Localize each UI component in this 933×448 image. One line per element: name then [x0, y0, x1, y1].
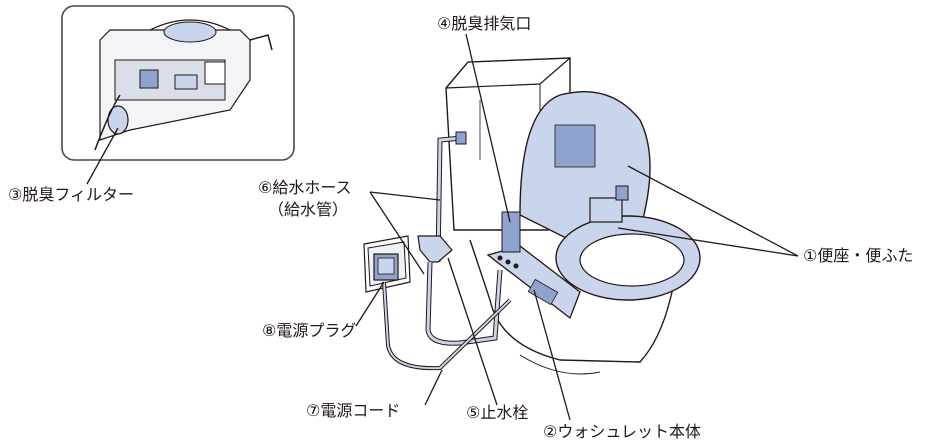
label-power-plug: ⑧電源プラグ — [262, 321, 357, 340]
inset-detail — [61, 5, 295, 185]
label-deodorizer-outlet: ④脱臭排気口 — [437, 14, 532, 33]
label-supply-hose: ⑥給水ホース — [258, 178, 352, 197]
washlet-body — [486, 211, 581, 320]
label-deodorizer-filter: ③脱臭フィルター — [8, 185, 135, 204]
wall-outlet — [363, 235, 411, 293]
label-seat-lid: ①便座・便ふた — [803, 246, 914, 265]
label-stop-valve: ⑤止水栓 — [466, 403, 529, 422]
label-washlet-body: ②ウォシュレット本体 — [543, 422, 702, 441]
seat-and-lid — [519, 91, 701, 301]
label-supply-pipe: （給水管） — [268, 200, 349, 219]
leader-lines — [355, 33, 799, 421]
water-supply-hose — [417, 131, 503, 346]
power-cord — [382, 281, 512, 371]
label-power-cord: ⑦電源コード — [306, 401, 401, 420]
